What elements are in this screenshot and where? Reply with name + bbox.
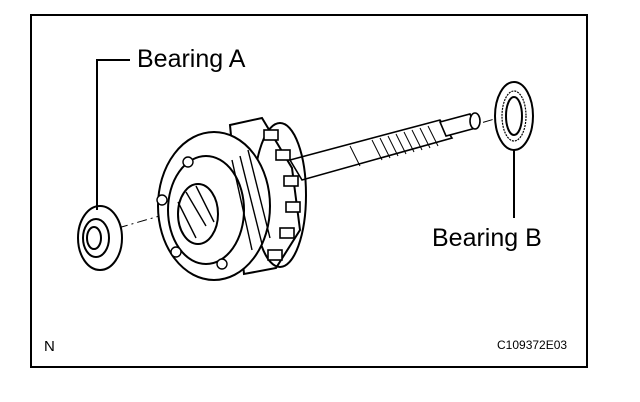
bearing-b xyxy=(494,81,534,151)
figure-code: C109372E03 xyxy=(497,338,568,352)
figure-frame xyxy=(30,14,588,368)
bearing-a xyxy=(77,205,123,271)
bearing-b-label: Bearing B xyxy=(432,224,542,252)
leader-line-bearing-a xyxy=(96,59,130,210)
bearing-a-label: Bearing A xyxy=(137,45,246,73)
planetary-carrier xyxy=(156,116,307,281)
orientation-mark: N xyxy=(44,338,55,355)
output-shaft xyxy=(288,112,481,181)
